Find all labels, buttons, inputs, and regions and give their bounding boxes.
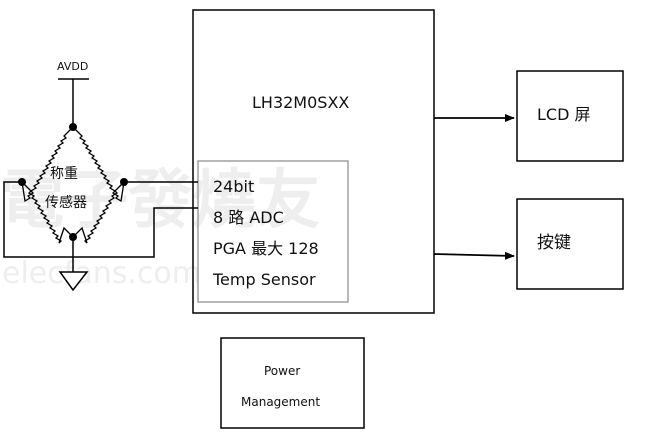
load-cell-bridge [21,126,125,244]
sensor-label-line1: 称重 [50,166,78,182]
avdd-label: AVDD [57,60,88,73]
feature-temp-sensor: Temp Sensor [212,270,316,289]
mcu-block [192,9,435,314]
adc-feature-box [197,160,349,303]
watermark-url: elecfans.com [2,256,201,291]
bridge-resistor-bottom-right [72,181,125,244]
lcd-label: LCD 屏 [537,105,591,124]
ground-symbol [58,271,89,292]
feature-bits: 24bit [213,177,254,196]
watermark-text: 電子發燒友 [0,164,320,238]
signal-wires [3,181,198,272]
mcu-title: LH32M0SXX [252,93,349,112]
watermark: 電子發燒友 elecfans.com [0,164,320,291]
bridge-resistor-top-left [21,126,74,203]
power-label-line1: Power [264,364,300,378]
bridge-resistor-bottom-left [21,181,74,244]
lcd-block [516,70,624,162]
feature-pga: PGA 最大 128 [213,239,319,258]
feature-adc-channels: 8 路 ADC [213,208,284,227]
keys-block [516,198,624,290]
power-block [220,337,365,429]
bridge-node-top [69,123,77,131]
wire-left-node-loop [3,181,198,258]
power-label-line2: Management [241,395,320,409]
arrow-to-keys [433,251,515,260]
keys-label: 按键 [537,233,571,253]
bridge-resistor-top-right [72,126,125,203]
sensor-label-line2: 传感器 [45,194,87,211]
